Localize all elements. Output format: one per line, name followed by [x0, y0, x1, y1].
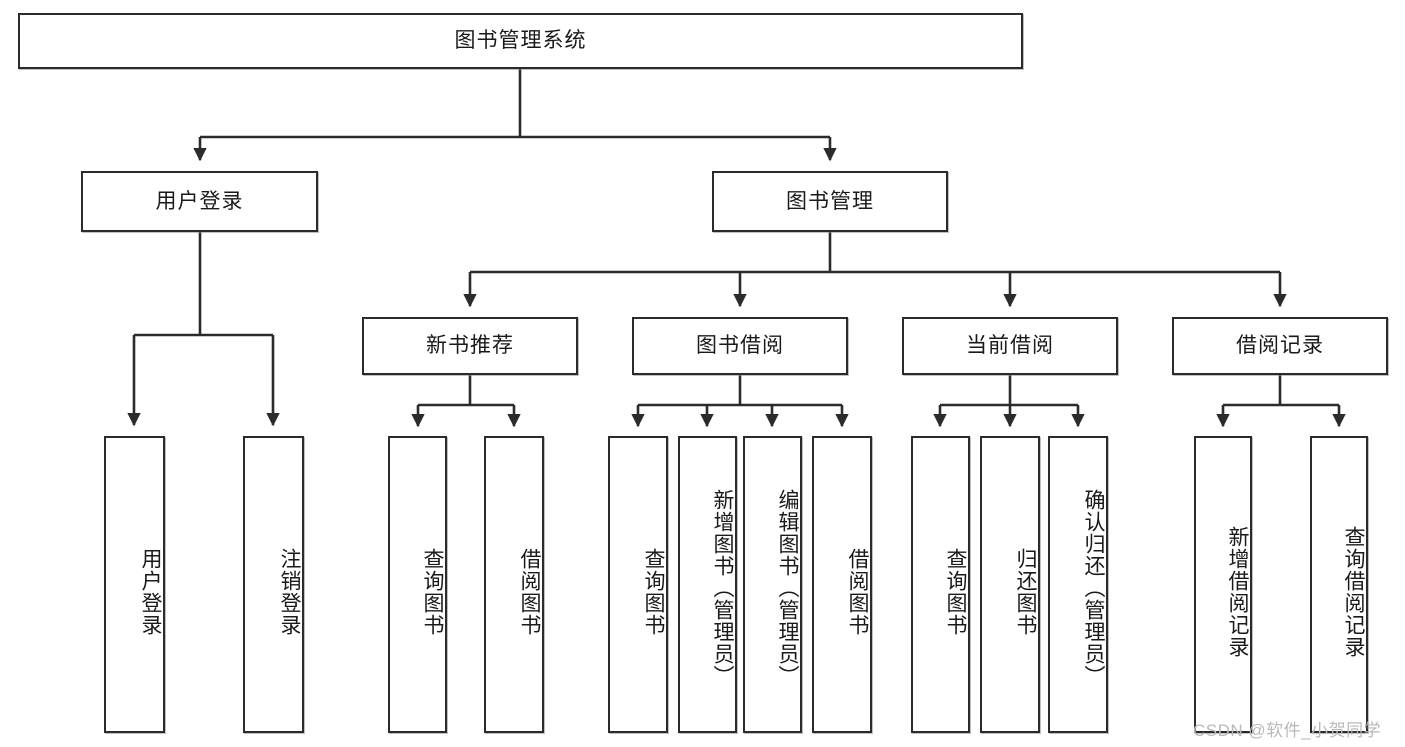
node-leaf-return-book-label: 归还图书 [1014, 547, 1037, 636]
node-new-book-recommend[interactable]: 新书推荐 [362, 317, 578, 375]
node-borrow-record-label: 借阅记录 [1236, 334, 1324, 358]
node-current-borrow[interactable]: 当前借阅 [902, 317, 1118, 375]
node-current-borrow-label: 当前借阅 [966, 334, 1054, 358]
node-leaf-borrow-book-1-label: 借阅图书 [518, 547, 541, 636]
node-book-manage-label: 图书管理 [786, 189, 874, 213]
node-leaf-edit-book-admin-label: 编辑图书（管理员） [776, 488, 799, 687]
node-leaf-edit-book-admin[interactable]: 编辑图书（管理员） [743, 436, 802, 733]
node-leaf-return-book[interactable]: 归还图书 [980, 436, 1040, 733]
node-leaf-add-borrow-record-label: 新增借阅记录 [1226, 525, 1249, 658]
node-leaf-confirm-return-admin-label: 确认归还（管理员） [1082, 488, 1105, 687]
node-user-login-label: 用户登录 [155, 189, 244, 213]
node-leaf-query-borrow-record[interactable]: 查询借阅记录 [1310, 436, 1368, 733]
node-new-book-recommend-label: 新书推荐 [426, 334, 514, 358]
node-leaf-user-login[interactable]: 用户登录 [104, 436, 165, 733]
node-leaf-add-borrow-record[interactable]: 新增借阅记录 [1194, 436, 1252, 733]
node-leaf-query-book-2-label: 查询图书 [642, 547, 665, 636]
node-book-borrow-label: 图书借阅 [696, 334, 784, 358]
node-leaf-user-login-label: 用户登录 [139, 547, 162, 636]
node-borrow-record[interactable]: 借阅记录 [1172, 317, 1388, 375]
node-user-login[interactable]: 用户登录 [81, 171, 318, 232]
node-book-manage[interactable]: 图书管理 [712, 171, 948, 232]
node-leaf-borrow-book-2[interactable]: 借阅图书 [812, 436, 872, 733]
node-leaf-query-book-3-label: 查询图书 [944, 547, 967, 636]
node-leaf-query-book-3[interactable]: 查询图书 [911, 436, 970, 733]
node-leaf-query-book-1[interactable]: 查询图书 [388, 436, 447, 733]
node-leaf-confirm-return-admin[interactable]: 确认归还（管理员） [1048, 436, 1108, 733]
node-root-label: 图书管理系统 [454, 29, 587, 53]
node-leaf-logout-login-label: 注销登录 [278, 547, 301, 636]
node-leaf-query-book-2[interactable]: 查询图书 [608, 436, 668, 733]
node-leaf-borrow-book-1[interactable]: 借阅图书 [484, 436, 544, 733]
csdn-watermark: CSDN @软件_小贺同学 [1193, 721, 1382, 740]
node-book-borrow[interactable]: 图书借阅 [632, 317, 848, 375]
node-leaf-query-borrow-record-label: 查询借阅记录 [1342, 525, 1365, 658]
node-leaf-add-book-admin[interactable]: 新增图书（管理员） [678, 436, 737, 733]
node-leaf-logout-login[interactable]: 注销登录 [243, 436, 304, 733]
node-root[interactable]: 图书管理系统 [18, 13, 1023, 69]
node-leaf-query-book-1-label: 查询图书 [421, 547, 444, 636]
node-leaf-borrow-book-2-label: 借阅图书 [846, 547, 869, 636]
node-leaf-add-book-admin-label: 新增图书（管理员） [711, 488, 734, 687]
